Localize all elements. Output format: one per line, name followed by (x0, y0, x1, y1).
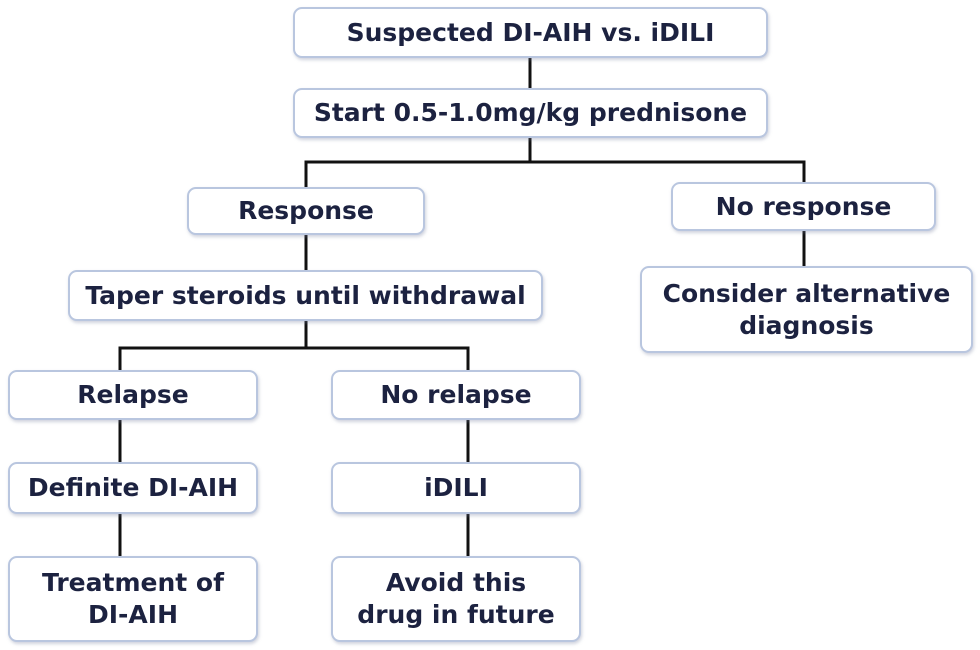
node-response: Response (187, 187, 425, 235)
connector-branch-bar-top (304, 160, 806, 187)
node-suspected: Suspected DI-AIH vs. iDILI (293, 7, 768, 58)
node-no-response: No response (671, 182, 936, 231)
node-consider-alternative: Consider alternative diagnosis (640, 266, 973, 353)
node-start-prednisone: Start 0.5-1.0mg/kg prednisone (293, 88, 768, 138)
node-idili: iDILI (331, 462, 581, 514)
node-definite-di-aih: Definite DI-AIH (8, 462, 258, 514)
connector-branch-bar-bottom (118, 346, 470, 370)
node-no-relapse: No relapse (331, 370, 581, 420)
node-treatment: Treatment of DI-AIH (8, 556, 258, 642)
node-taper: Taper steroids until withdrawal (68, 270, 543, 321)
node-relapse: Relapse (8, 370, 258, 420)
node-avoid-drug: Avoid this drug in future (331, 556, 581, 642)
